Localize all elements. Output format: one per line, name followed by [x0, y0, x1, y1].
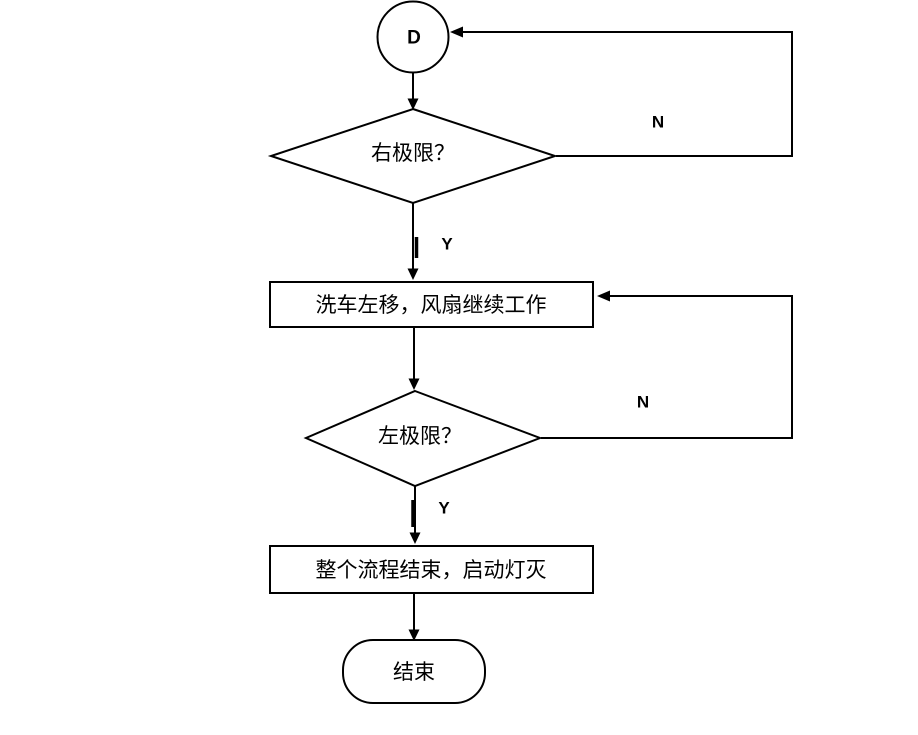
arrowhead-into-process-move-left-top — [407, 268, 419, 280]
arrowhead-into-left-limit — [408, 378, 420, 390]
edge-right-limit-no-loop — [463, 31, 793, 157]
process-move-left-label: 洗车左移，风扇继续工作 — [316, 293, 547, 317]
edge-left-limit-no-loop — [541, 295, 793, 439]
terminator-end-box — [342, 639, 486, 704]
edge-label-right-limit-no: N — [652, 113, 664, 132]
edge-label-left-limit-yes: Y — [438, 499, 450, 518]
arrowhead-into-right-limit — [407, 98, 419, 110]
decision-left-limit-label: 左极限？ — [378, 424, 462, 448]
process-finish-label: 整个流程结束，启动灯灭 — [316, 558, 547, 582]
process-move-left-box — [269, 281, 594, 328]
decision-right-limit-label: 右极限？ — [371, 141, 455, 165]
edge-label-right-limit-yes: Y — [441, 235, 453, 254]
arrowhead-into-process-move-left — [597, 290, 610, 302]
arrowhead-into-process-finish — [409, 532, 421, 544]
arrowhead-into-end — [408, 629, 420, 641]
terminator-end-label: 结束 — [393, 660, 435, 684]
connector-node-circle — [376, 0, 450, 74]
process-finish-box — [269, 545, 594, 594]
edge-label-left-limit-no: N — [637, 393, 649, 412]
arrowhead-into-connector — [450, 26, 463, 38]
connector-node-label: D — [407, 28, 421, 49]
